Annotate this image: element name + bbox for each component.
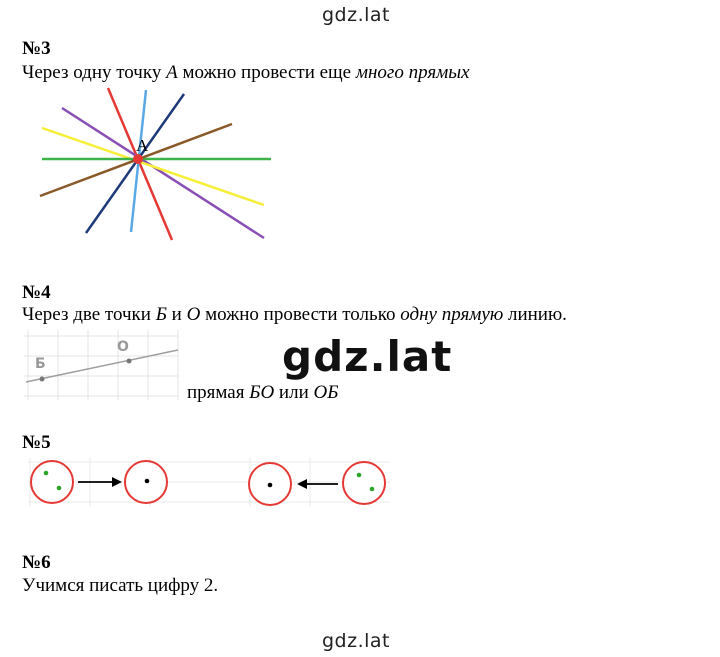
watermark-top: gdz.lat xyxy=(322,4,391,26)
task4-text-and: и xyxy=(166,304,187,325)
dot-black-1 xyxy=(144,478,150,484)
task3-number: №3 xyxy=(22,38,51,59)
task6-number: №6 xyxy=(22,552,51,573)
point-b-label: Б xyxy=(35,356,46,372)
task3-emphasis: много прямых xyxy=(355,62,470,83)
line-navy xyxy=(84,93,186,234)
task4-caption-name2: ОБ xyxy=(313,382,339,403)
point-o-label: О xyxy=(117,339,129,355)
task4-caption-name1: БО xyxy=(249,382,275,403)
watermark-bottom: gdz.lat xyxy=(322,630,391,652)
line-bo xyxy=(25,349,179,383)
task4-point1: Б xyxy=(155,304,167,325)
watermark-center: gdz.lat xyxy=(282,332,453,381)
dot-green-1 xyxy=(43,470,49,476)
line-yellow xyxy=(41,126,265,207)
task4-text-before: Через две точки xyxy=(22,304,156,325)
task4-caption-before: прямая xyxy=(187,382,250,403)
task4-point2: О xyxy=(186,304,201,325)
task3-text: Через одну точку А можно провести еще мн… xyxy=(22,62,470,84)
task3-point: А xyxy=(166,62,178,83)
task4-caption: прямая БО или ОБ xyxy=(187,382,338,404)
dot-black-2 xyxy=(267,482,273,488)
task5-number: №5 xyxy=(22,432,51,453)
task3-text-before: Через одну точку xyxy=(22,62,167,83)
arrow-left-icon xyxy=(297,479,307,489)
task6-text: Учимся писать цифру 2. xyxy=(22,575,219,596)
task4-text: Через две точки Б и О можно провести тол… xyxy=(22,304,567,326)
line-purple xyxy=(61,106,265,240)
circle-4 xyxy=(342,461,386,505)
circle-1 xyxy=(30,460,74,504)
dot-green-2 xyxy=(56,485,62,491)
point-a-label: А xyxy=(136,136,149,155)
task4-emphasis: одну прямую xyxy=(400,304,504,325)
dot-green-3 xyxy=(356,472,362,478)
point-o xyxy=(126,358,132,364)
point-a xyxy=(133,154,143,164)
point-b xyxy=(39,376,45,382)
dot-green-4 xyxy=(369,486,375,492)
task4-text-middle: можно провести только xyxy=(200,304,401,325)
task4-text-after: линию. xyxy=(503,304,567,325)
arrow-right-icon xyxy=(112,477,122,487)
task4-caption-or: или xyxy=(274,382,314,403)
line-red xyxy=(106,87,174,241)
task3-text-middle: можно провести еще xyxy=(177,62,356,83)
task4-number: №4 xyxy=(22,282,51,303)
